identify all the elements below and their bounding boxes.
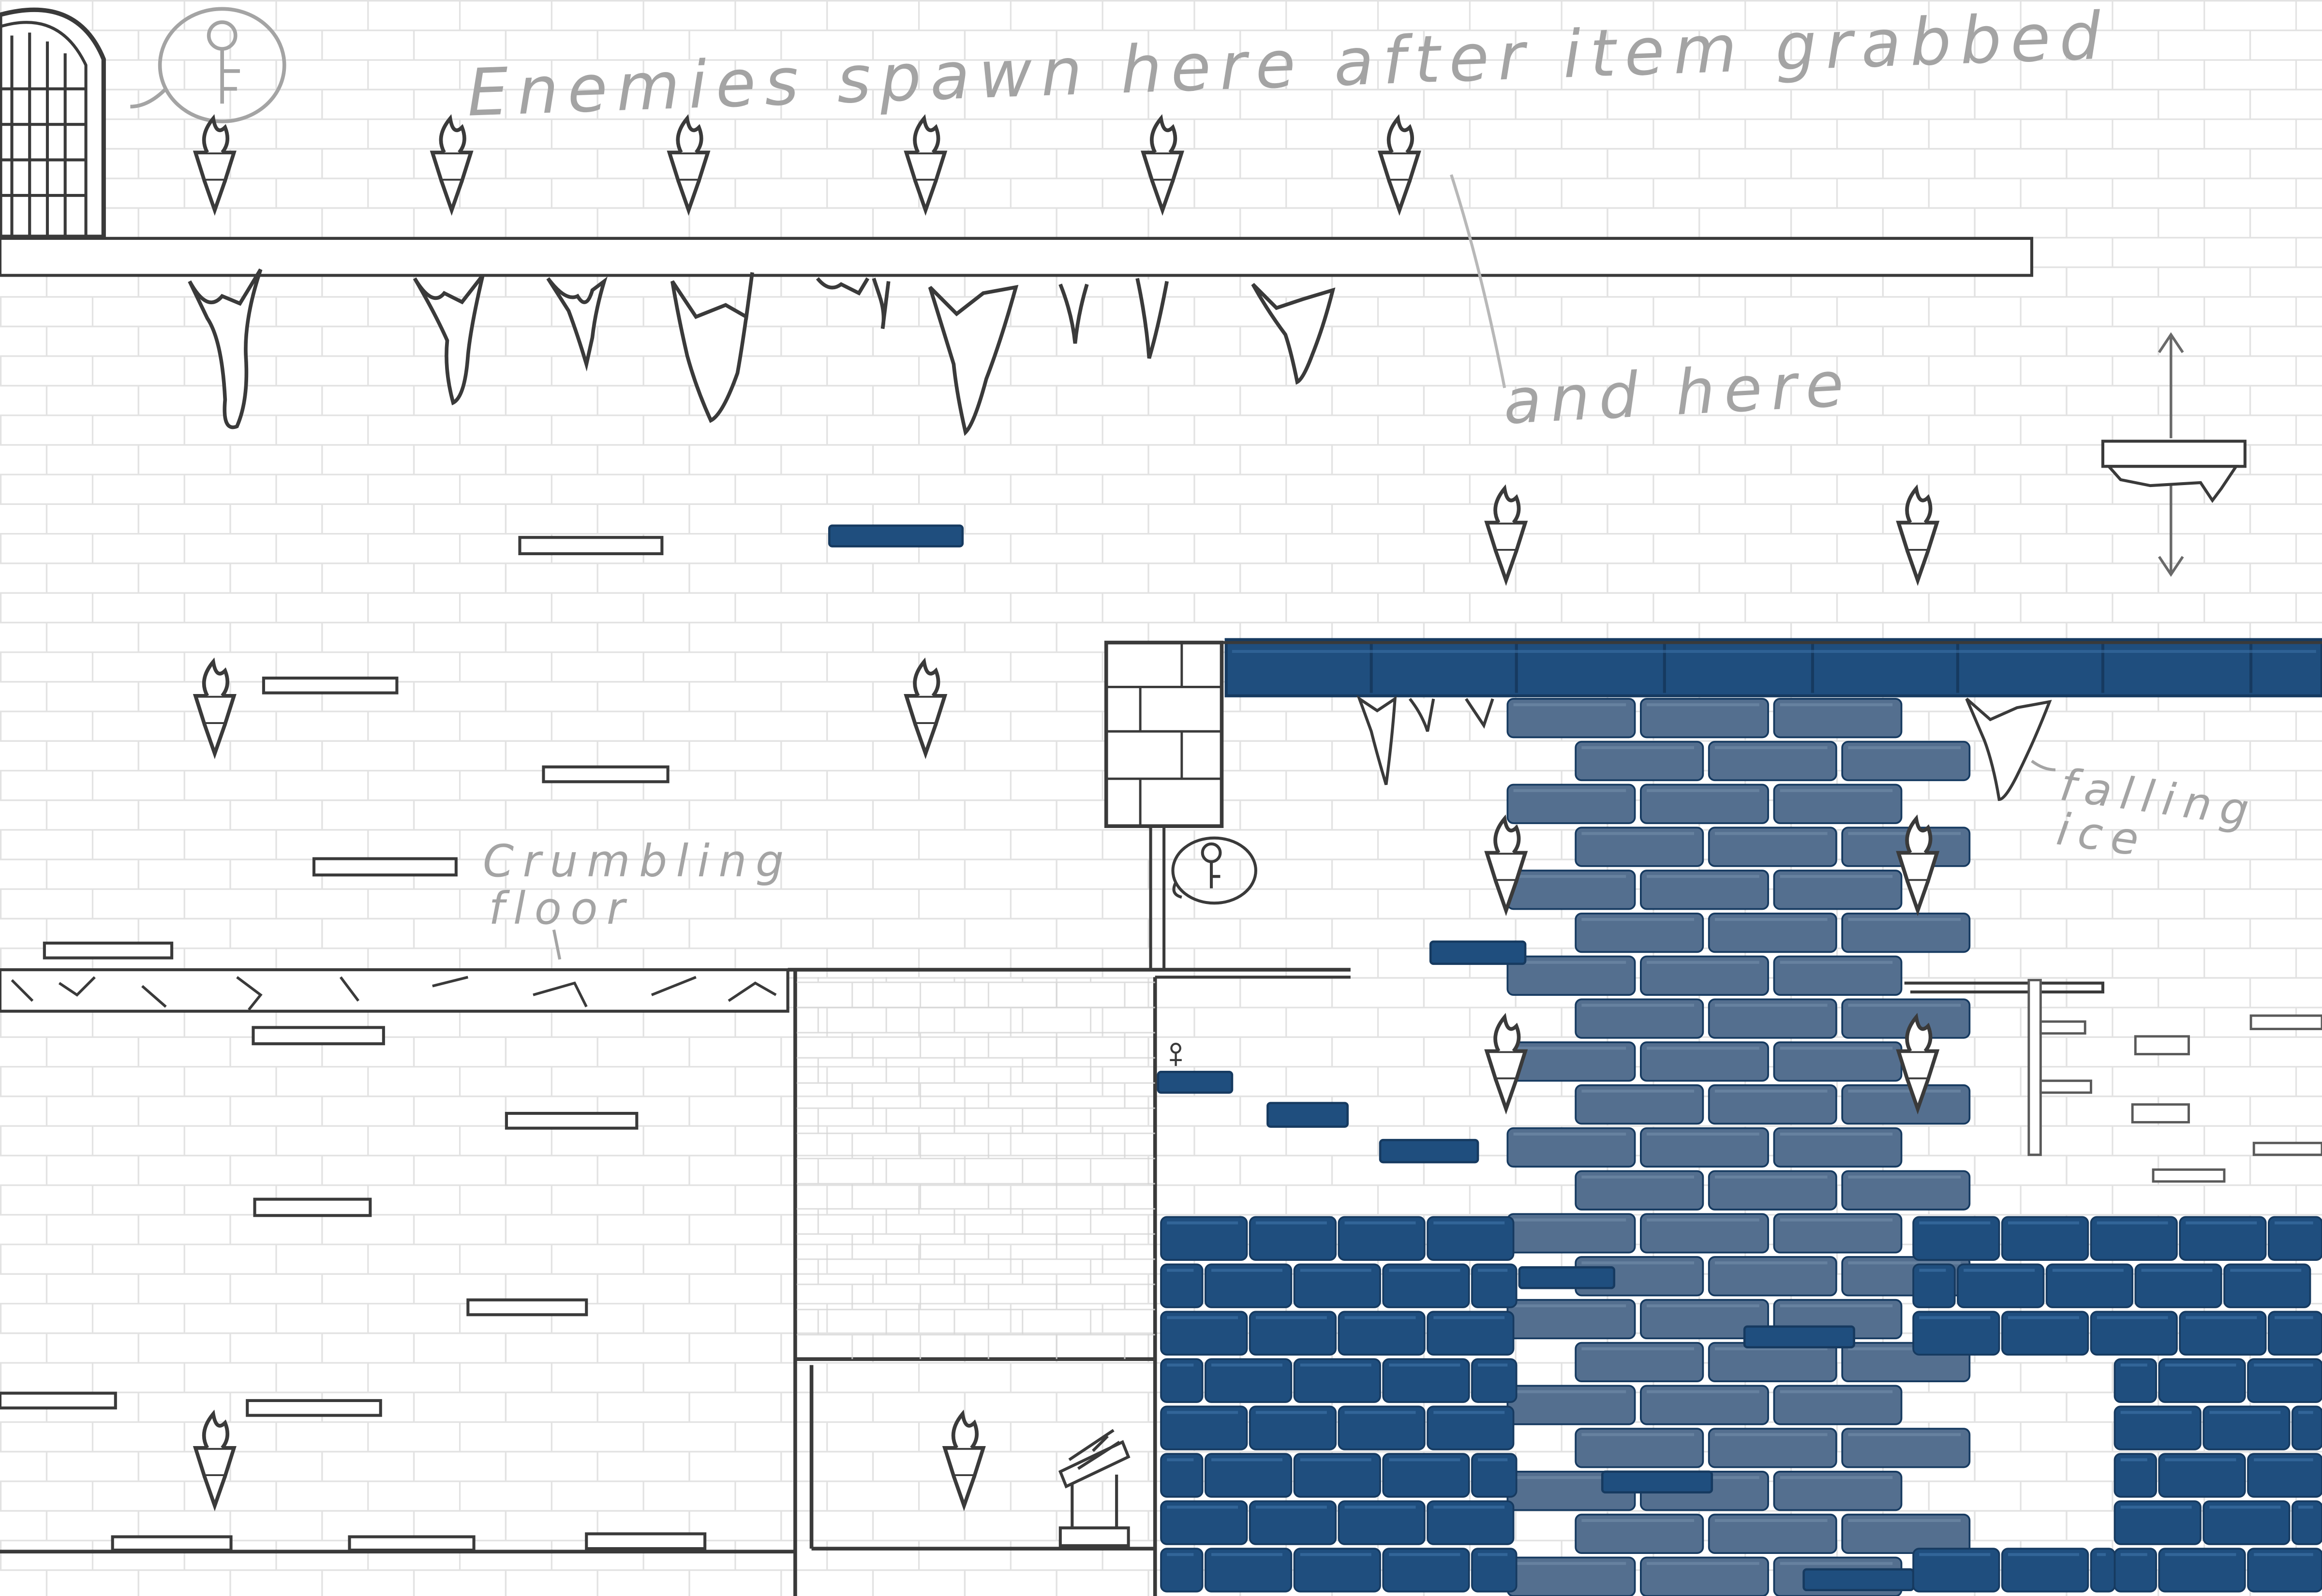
ice-step[interactable] — [1602, 1472, 1712, 1493]
ice-step[interactable] — [1380, 1140, 1478, 1162]
ice-floating-platform[interactable] — [829, 526, 963, 547]
floating-platform[interactable] — [253, 1027, 383, 1044]
crumbling-floor[interactable] — [0, 970, 788, 1011]
floating-platform[interactable] — [2135, 1036, 2188, 1054]
floating-platform[interactable] — [506, 1113, 637, 1128]
floating-platform[interactable] — [543, 767, 668, 782]
ice-step[interactable] — [1430, 942, 1525, 964]
floating-platform[interactable] — [2132, 1105, 2188, 1123]
floating-platform[interactable] — [0, 1393, 116, 1408]
ice-step[interactable] — [1158, 1072, 1232, 1093]
floating-platform[interactable] — [349, 1537, 474, 1551]
floating-platform[interactable] — [45, 943, 172, 958]
ice-step[interactable] — [1519, 1267, 1614, 1288]
upper-ledge — [0, 238, 2032, 276]
floating-platform[interactable] — [520, 537, 662, 554]
floating-platform[interactable] — [113, 1537, 231, 1551]
floating-platform[interactable] — [314, 859, 456, 875]
floating-platform[interactable] — [468, 1300, 586, 1315]
floating-platform[interactable] — [586, 1534, 705, 1549]
ice-ceiling-slab — [1226, 639, 2322, 695]
floating-platform[interactable] — [2251, 1016, 2322, 1029]
ice-column — [1507, 699, 1969, 1596]
floating-platform[interactable] — [2153, 1169, 2224, 1181]
ice-step[interactable] — [1267, 1103, 1347, 1127]
portcullis-gate-icon[interactable] — [0, 10, 104, 237]
middle-room-bricks — [797, 977, 1155, 1359]
ice-step[interactable] — [1744, 1327, 1854, 1347]
floating-platform[interactable] — [247, 1401, 381, 1416]
floating-platform[interactable] — [264, 678, 397, 693]
floating-platform[interactable] — [2254, 1143, 2322, 1154]
floating-platform[interactable] — [255, 1199, 371, 1216]
ice-step[interactable] — [1804, 1569, 1914, 1590]
